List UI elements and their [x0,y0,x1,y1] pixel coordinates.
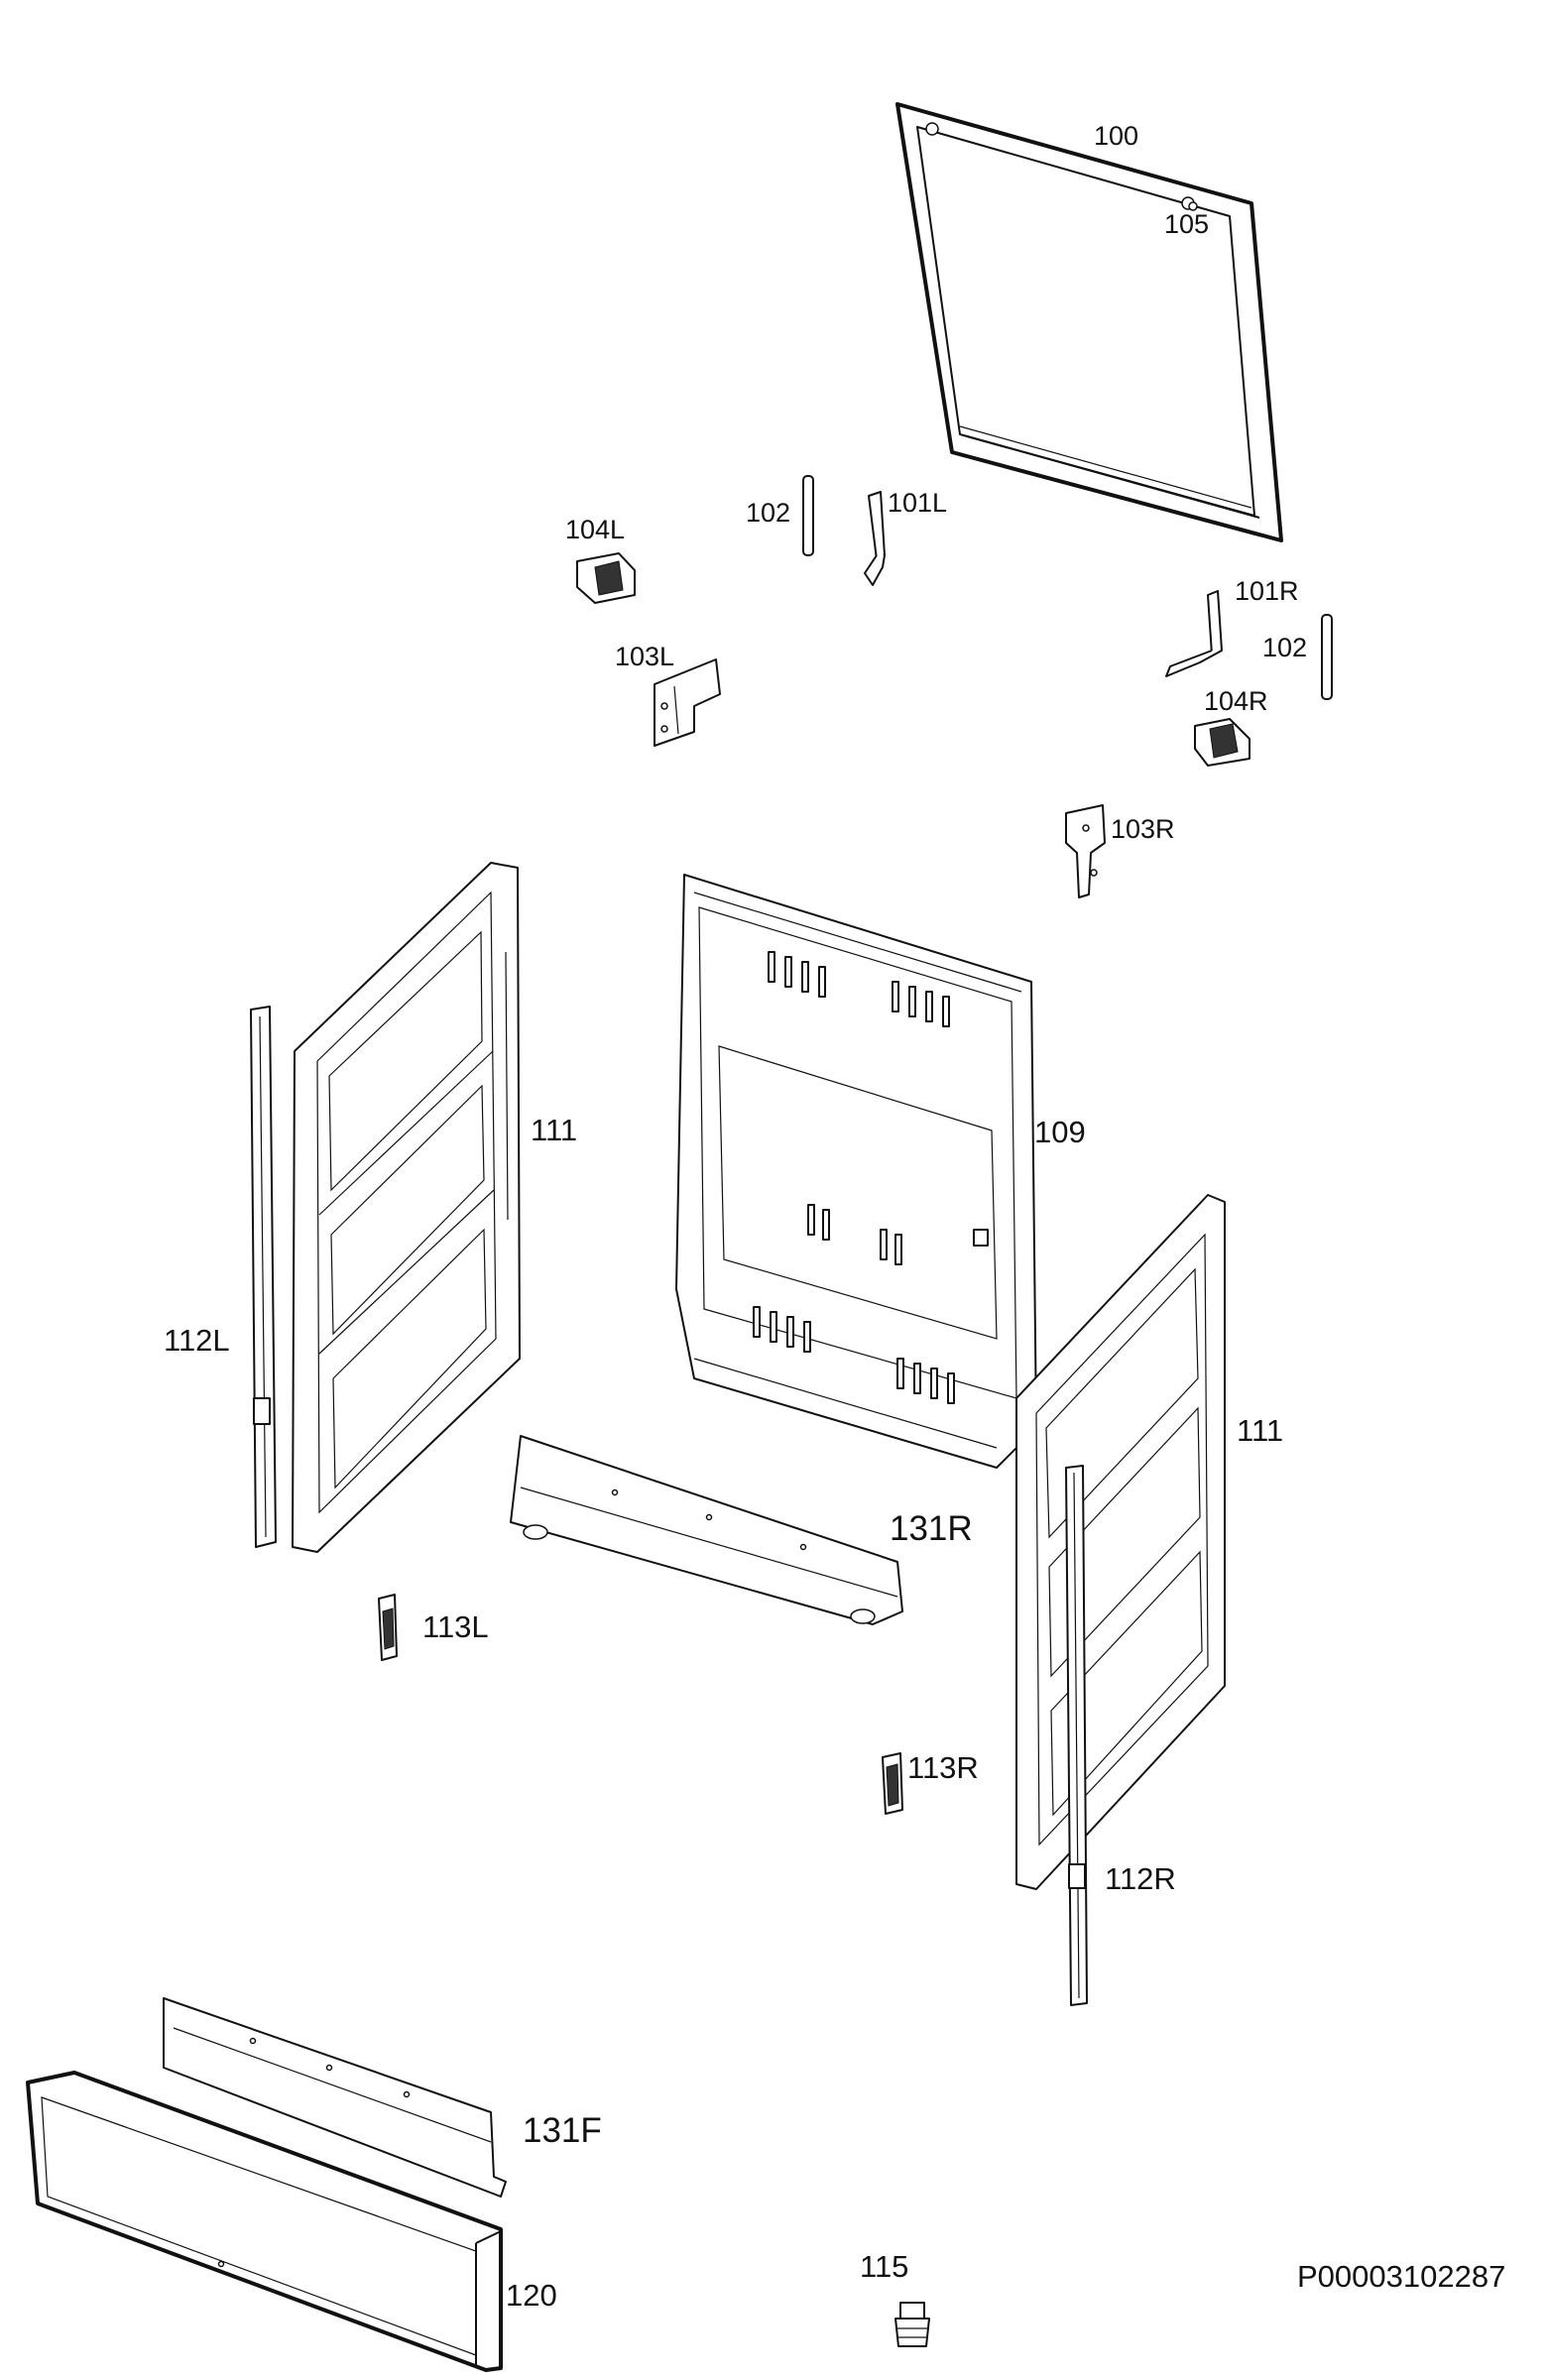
label-120: 120 [506,2278,557,2313]
label-113L: 113L [422,1609,489,1644]
part-131F-front-rail [163,1997,507,2198]
part-100-top-frame [895,102,1283,542]
part-105-screw [1188,201,1198,211]
label-104L: 104L [565,515,625,544]
label-112R: 112R [1105,1861,1176,1896]
vent-slots-top [768,951,950,1027]
label-102-left: 102 [746,498,790,528]
label-101R: 101R [1235,576,1299,606]
part-104L-block [576,552,636,604]
label-113R: 113R [907,1750,979,1785]
label-104R: 104R [1204,686,1268,716]
part-131R-rail [510,1435,903,1625]
label-101L: 101L [888,488,947,518]
label-111-right: 111 [1237,1413,1283,1448]
label-103L: 103L [615,642,674,671]
label-105: 105 [1164,209,1209,239]
label-103R: 103R [1111,814,1175,844]
label-109: 109 [1034,1115,1086,1149]
vent-slots-bottom [753,1306,955,1404]
label-131F: 131F [523,2111,602,2150]
part-111-side-frame-right [1015,1194,1226,1890]
part-103R-bracket [1065,804,1106,898]
part-101R-hinge [1165,590,1223,677]
part-101L-hinge [864,491,886,586]
label-100: 100 [1094,121,1138,151]
part-102-rod-left [802,475,814,556]
part-109-back-panel [675,874,1037,1469]
part-112R-strip [1065,1465,1088,2006]
label-111-left: 111 [531,1113,577,1147]
label-112L: 112L [164,1323,230,1358]
vent-slots-middle [807,1204,902,1265]
label-115: 115 [860,2249,908,2284]
reference-code: P00003102287 [1297,2259,1505,2294]
part-120-front-panel [26,2071,503,2372]
label-102-right: 102 [1262,633,1307,662]
part-112L-strip [250,1006,277,1548]
part-111-side-frame-left [292,862,521,1553]
part-113L-clip [378,1594,398,1661]
part-113R-clip [882,1752,903,1815]
part-103L-bracket [654,658,721,747]
part-115-foot [894,2302,930,2347]
part-104R-block [1194,718,1250,767]
part-102-rod-right [1321,614,1333,700]
label-131R: 131R [890,1509,973,1548]
